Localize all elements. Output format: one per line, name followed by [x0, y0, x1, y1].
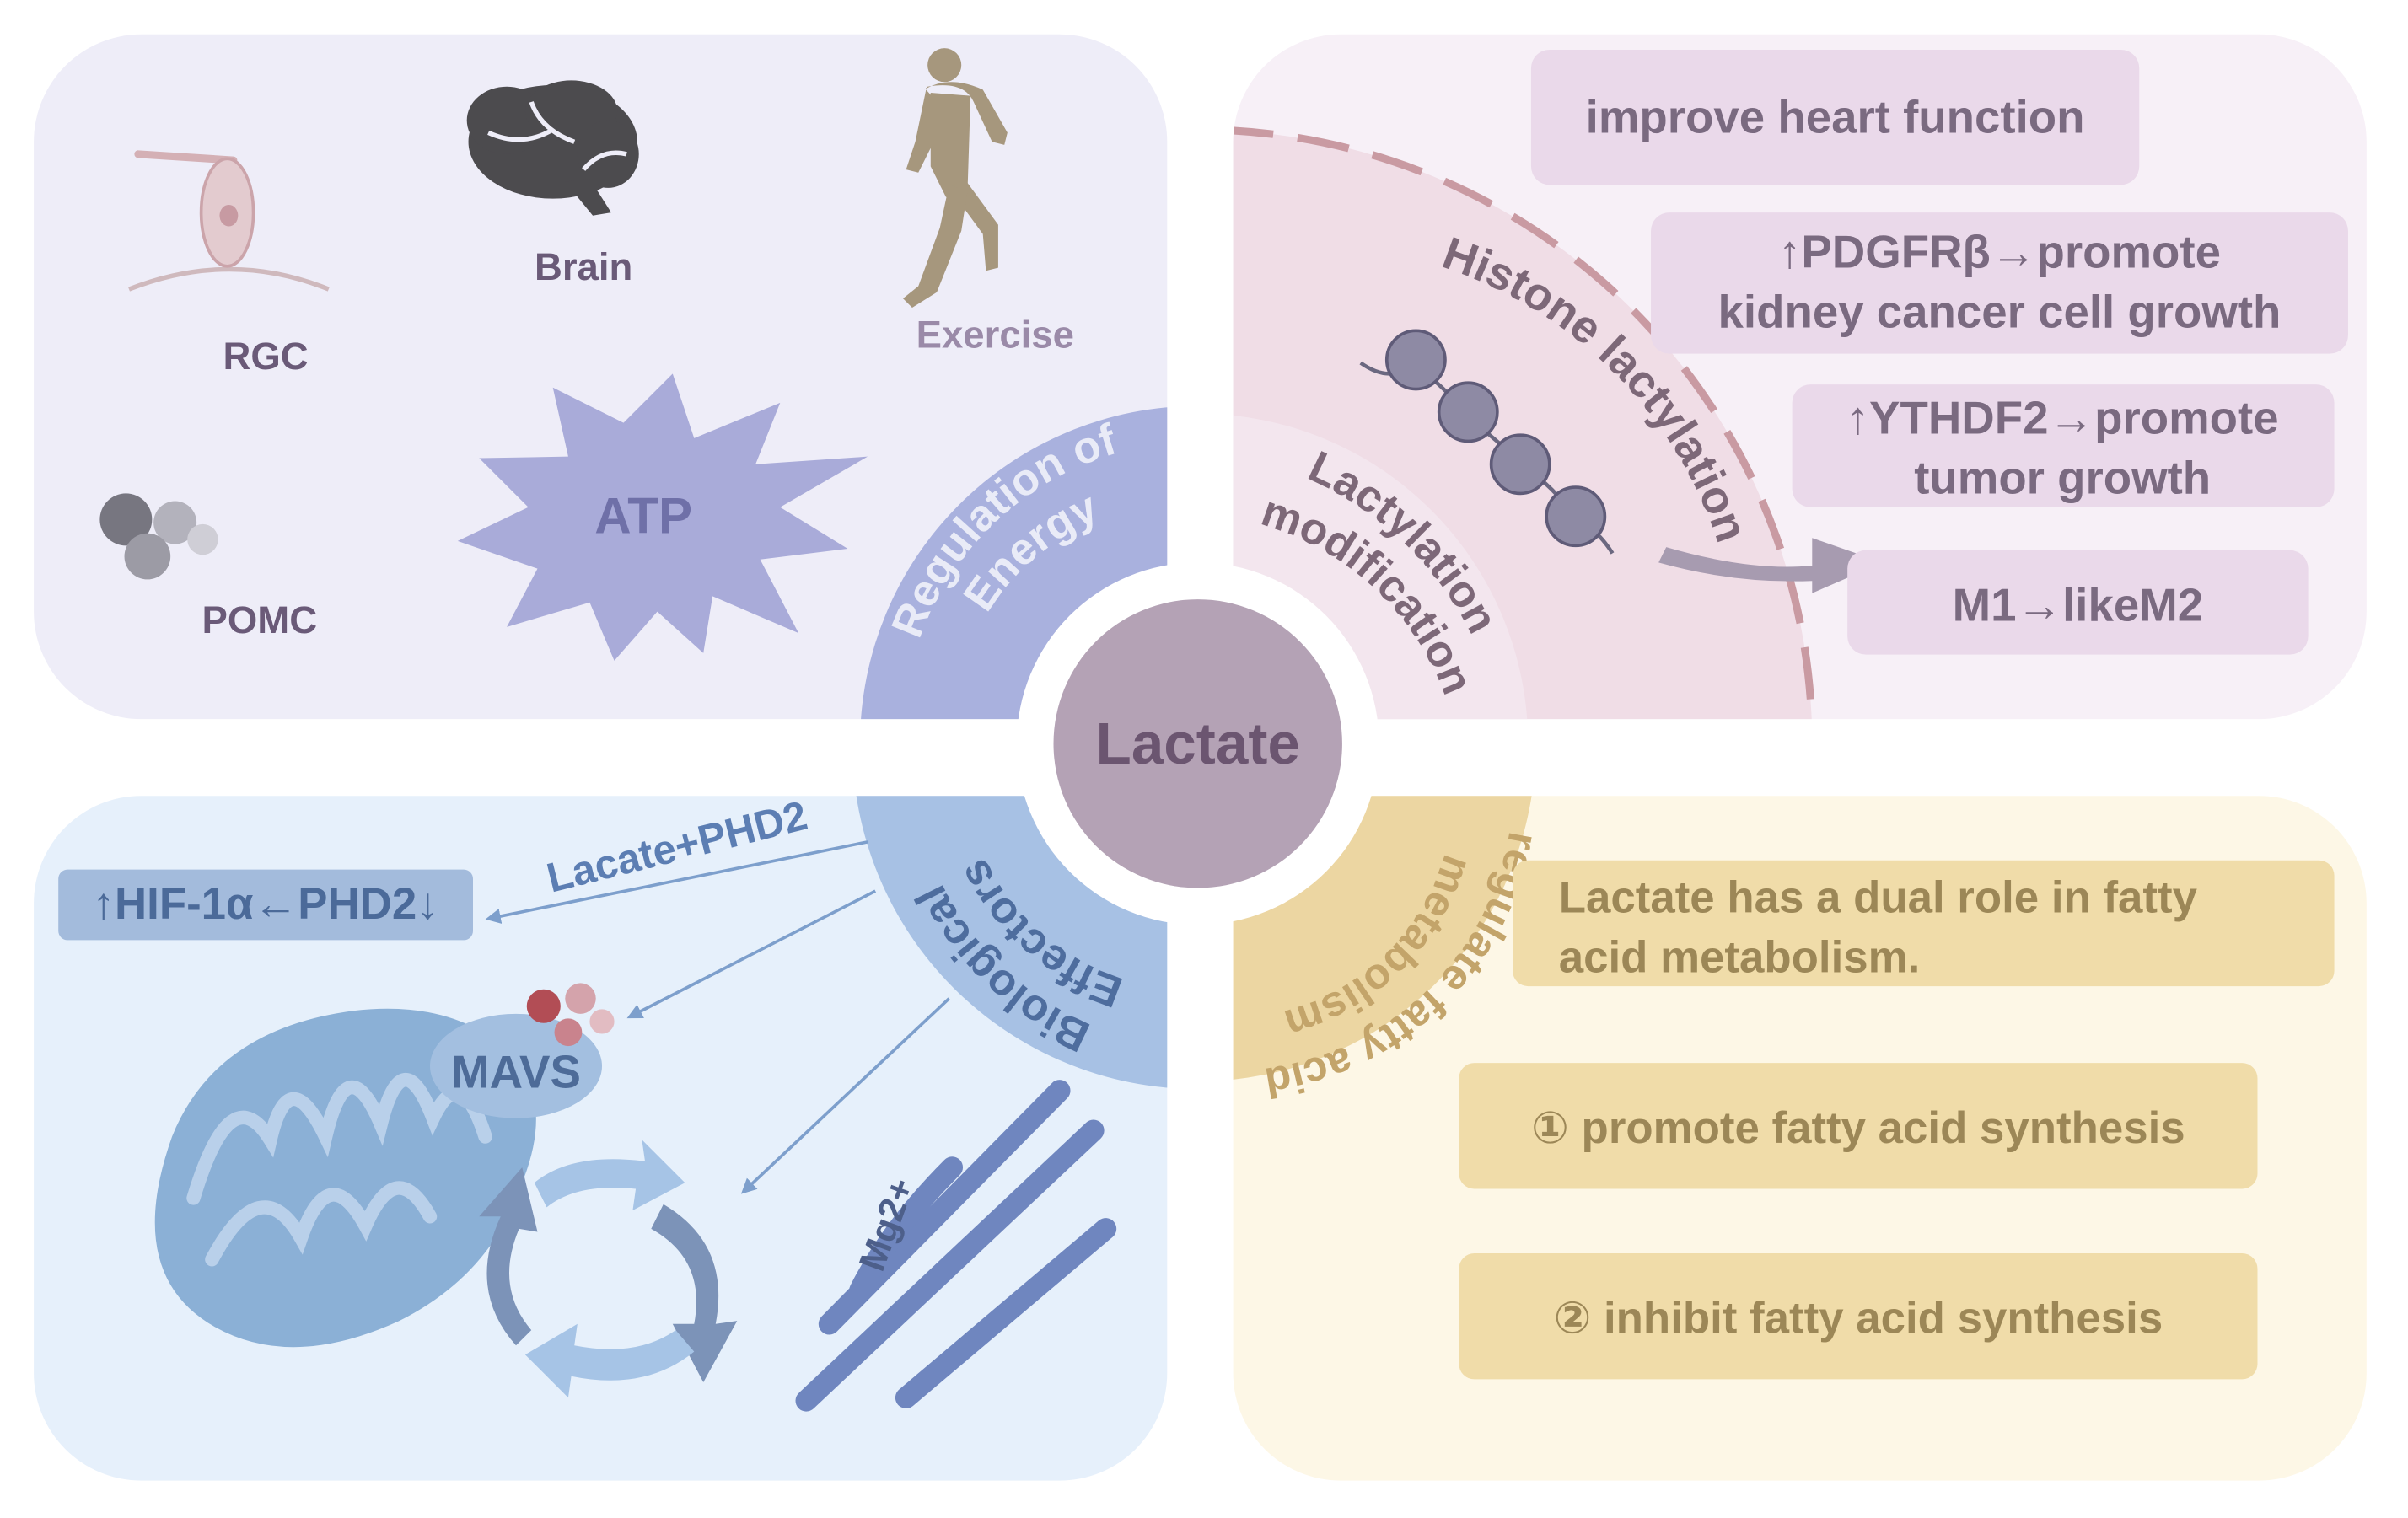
rgc-cell-icon	[127, 150, 330, 292]
lactylation-effect-box-1: improve heart function	[1530, 50, 2140, 185]
lactylation-effect-box-3: ↑YTHDF2→promote tumor growth	[1792, 384, 2335, 507]
arrow-to-mavs-icon	[626, 889, 877, 1019]
svg-text:tumor growth: tumor growth	[1914, 452, 2211, 503]
exercise-label: Exercise	[916, 313, 1074, 356]
svg-text:↑HIF-1α←PHD2↓: ↑HIF-1α←PHD2↓	[93, 879, 439, 929]
lactate-label: Lactate	[1096, 711, 1300, 776]
atp-label: ATP	[594, 488, 692, 544]
svg-text:kidney cancer cell growth: kidney cancer cell growth	[1718, 287, 2282, 338]
svg-text:Lactate has a dual role in fat: Lactate has a dual role in fatty	[1559, 873, 2198, 923]
inhibit-synthesis-box: ② inhibit fatty acid synthesis	[1459, 1253, 2258, 1380]
brain-label: Brain	[535, 245, 632, 288]
energy-arc-band	[860, 405, 1168, 720]
histone-arc-band	[1233, 129, 1813, 720]
fatty-acid-quadrant: regulate fatty acid metabolism Lactate h…	[1233, 796, 2367, 1481]
energy-quadrant: Regulation of Energy RGC Brain	[34, 34, 1168, 720]
svg-text:↑PDGFRβ→promote: ↑PDGFRβ→promote	[1778, 227, 2221, 278]
atp-burst-icon	[457, 373, 868, 661]
lactylation-quadrant: Histone lactylation Lactylation modifica…	[1233, 34, 2367, 720]
exercise-runner-icon	[903, 48, 1008, 308]
dual-role-box: Lactate has a dual role in fatty acid me…	[1513, 860, 2335, 987]
svg-text:acid metabolism.: acid metabolism.	[1559, 933, 1921, 983]
center-hub: Lactate	[1016, 562, 1379, 925]
histone-arrow-icon	[1658, 538, 1884, 593]
nucleosome-chain-icon	[1359, 329, 1615, 555]
arrow-to-cycle-icon	[740, 997, 950, 1194]
svg-text:improve heart function: improve heart function	[1586, 91, 2085, 142]
effectors-quadrant: Biological Effectors ↑HIF-1α←PHD2↓ Lacat…	[34, 792, 1168, 1481]
effectors-arc-band	[852, 796, 1168, 1090]
promote-synthesis-box: ① promote fatty acid synthesis	[1459, 1063, 2258, 1189]
lactylation-effect-box-4: M1→likeM2	[1847, 550, 2309, 655]
lactate-molecules-icon	[526, 983, 615, 1047]
brain-icon	[466, 80, 639, 216]
arrow-to-hif-icon	[485, 840, 868, 924]
fatty-arc-band	[1233, 796, 1536, 1081]
hif-box: ↑HIF-1α←PHD2↓	[58, 869, 473, 941]
mavs-label: MAVS	[451, 1046, 581, 1097]
svg-text:① promote fatty acid synthesis: ① promote fatty acid synthesis	[1531, 1103, 2185, 1153]
svg-text:② inhibit fatty acid synthesis: ② inhibit fatty acid synthesis	[1554, 1294, 2163, 1344]
cycle-arrows-icon	[479, 1140, 738, 1398]
rgc-label: RGC	[223, 335, 309, 378]
pomc-label: POMC	[202, 598, 318, 641]
lactylation-effect-box-2: ↑PDGFRβ→promote kidney cancer cell growt…	[1651, 212, 2348, 354]
lactate-circle	[1053, 599, 1342, 888]
lactylation-arc-band	[1233, 413, 1529, 720]
endoplasmic-reticulum-icon	[795, 1080, 1117, 1412]
svg-text:M1→likeM2: M1→likeM2	[1953, 580, 2204, 631]
svg-text:↑YTHDF2→promote: ↑YTHDF2→promote	[1846, 392, 2279, 443]
energy-panel	[34, 34, 1168, 720]
pomc-molecules-icon	[99, 493, 218, 580]
